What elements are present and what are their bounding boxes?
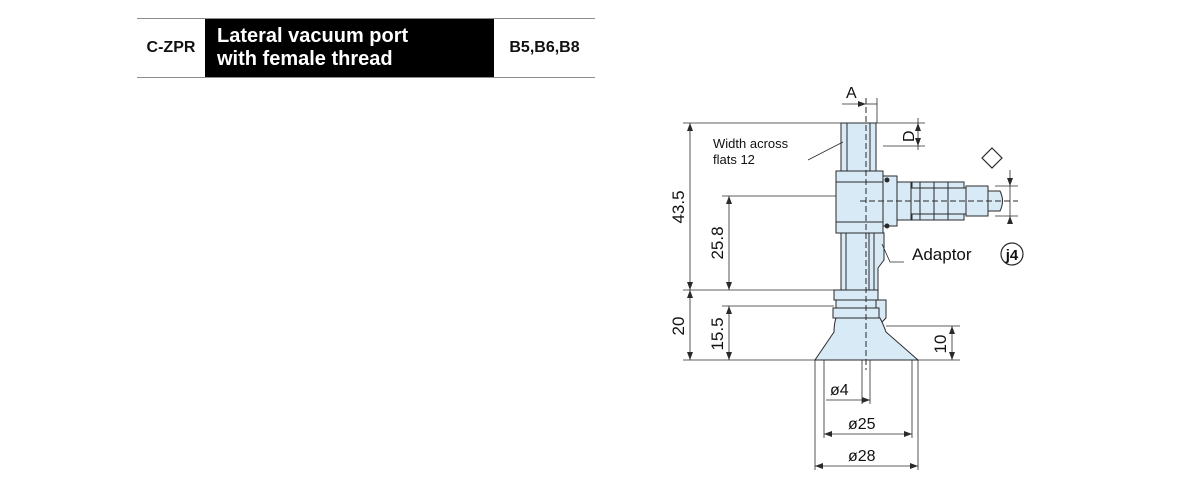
width-across-line-2: flats 12 [713,152,755,167]
header-bar: C-ZPR Lateral vacuum port with female th… [137,18,595,78]
dim-25-8: 25.8 [708,226,727,259]
series-codes: B5,B6,B8 [509,39,580,56]
o-ring-dot [884,177,890,183]
title-box: Lateral vacuum port with female thread [205,19,494,77]
dia-28: ø28 [848,448,876,465]
pad-neck [833,289,879,301]
leader-adaptor [881,243,904,263]
dim-10: 10 [931,335,950,354]
dim-43-5: 43.5 [669,190,688,223]
title-line-2: with female thread [217,48,393,70]
pad-neck [835,299,877,309]
hex-body [835,170,884,234]
leader-width-across [807,141,844,161]
fitting-spring-top [911,181,965,189]
width-across-line-1: Width across [713,136,789,151]
arrowheads [687,101,1013,469]
o-ring-dot [884,223,890,229]
top-threaded-body [840,122,877,172]
label-d: D [901,130,918,142]
dim-20: 20 [669,317,688,336]
title-line-1: Lateral vacuum port [217,25,409,47]
adaptor-ref-circle [1000,242,1024,266]
dia-25: ø25 [848,416,876,433]
diamond-symbol [981,147,1003,169]
dim-15-5: 15.5 [708,317,727,350]
pad-neck [832,307,880,319]
dia-4: ø4 [830,382,849,399]
label-a: A [846,85,857,102]
adaptor-ref: j4 [1005,247,1019,264]
model-code: C-ZPR [146,39,196,56]
label-adaptor: Adaptor [912,245,972,264]
fitting-spring-bottom [911,213,965,221]
